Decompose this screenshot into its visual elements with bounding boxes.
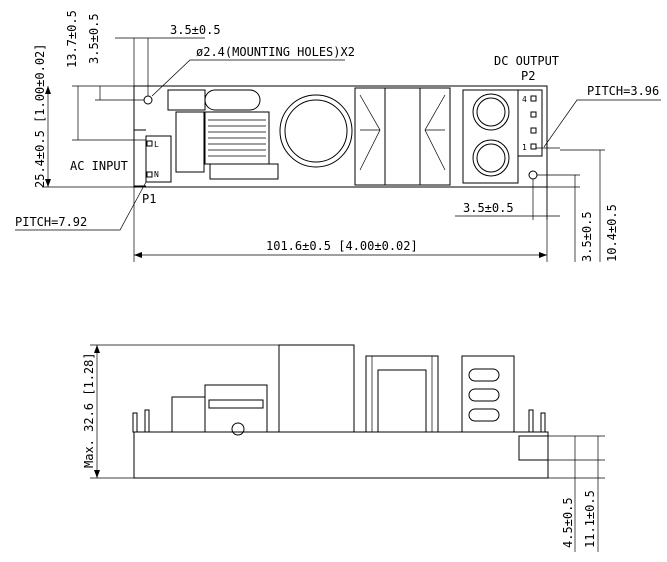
bulk-capacitor xyxy=(279,94,353,168)
mounting-holes-label: ø2.4(MOUNTING HOLES)X2 xyxy=(196,45,355,59)
p2-label: P2 xyxy=(521,69,535,83)
ac-input-label: AC INPUT xyxy=(70,159,128,173)
pitch-p2-label: PITCH=3.96 xyxy=(587,84,659,98)
top-view-dimension-lines xyxy=(15,37,661,262)
dim-3-5-top-label: 3.5±0.5 xyxy=(170,23,221,37)
pin-N-label: N xyxy=(154,170,159,179)
side-dc-connector xyxy=(518,435,549,461)
dim-13-7-label: 13.7±0.5 xyxy=(65,10,79,68)
pcb-outline xyxy=(133,85,548,188)
filter-block xyxy=(175,111,205,173)
p2-pin-4-label: 4 xyxy=(522,95,527,104)
side-view: Max. 32.6 [1.28] 4.5±0.5 11.1±0.5 xyxy=(82,344,605,552)
dim-10-4-label: 10.4±0.5 xyxy=(605,204,619,262)
dim-3-5-right-label: 3.5±0.5 xyxy=(463,201,514,215)
transformer xyxy=(354,87,451,186)
dim-3-5-vertical-right-label: 3.5±0.5 xyxy=(580,211,594,262)
dc-output-connector: 4 1 xyxy=(517,89,543,157)
mounting-hole-left xyxy=(143,95,153,105)
top-view: L N xyxy=(15,10,661,262)
base-chassis xyxy=(133,431,549,479)
side-transformer xyxy=(365,355,439,433)
side-filter-block xyxy=(171,396,206,433)
side-bulk-capacitor xyxy=(278,344,355,433)
capacitor-horizontal xyxy=(204,89,261,111)
dc-output-label: DC OUTPUT xyxy=(494,54,559,68)
side-view-dimension-lines xyxy=(90,344,605,552)
side-choke-cap xyxy=(208,399,264,409)
dim-3-5-left-label: 3.5±0.5 xyxy=(87,13,101,64)
pin-L-label: L xyxy=(154,140,159,149)
side-choke xyxy=(204,384,268,433)
dim-11-1-label: 11.1±0.5 xyxy=(583,490,597,548)
p1-label: P1 xyxy=(142,192,156,206)
ac-pin-left-2 xyxy=(144,409,150,433)
dim-length-label: 101.6±0.5 [4.00±0.02] xyxy=(266,239,418,253)
common-mode-choke xyxy=(204,111,270,165)
bridge-rectifier xyxy=(209,163,279,180)
dim-height-label: Max. 32.6 [1.28] xyxy=(82,352,96,468)
output-capacitors xyxy=(462,89,519,184)
pitch-p1-label: PITCH=7.92 xyxy=(15,215,87,229)
dim-25-4-label: 25.4±0.5 [1.00±0.02] xyxy=(33,44,47,189)
dc-pin-right-2 xyxy=(540,412,546,433)
mounting-hole-right xyxy=(528,170,538,180)
ac-pin-left-1 xyxy=(132,412,138,433)
relay-block xyxy=(167,89,206,111)
dim-4-5-label: 4.5±0.5 xyxy=(561,497,575,548)
side-screw xyxy=(231,422,245,436)
dc-pin-right-1 xyxy=(528,409,534,433)
p2-pin-1-label: 1 xyxy=(522,143,527,152)
side-output-capacitors xyxy=(461,355,515,433)
ac-input-connector: L N xyxy=(134,129,172,187)
